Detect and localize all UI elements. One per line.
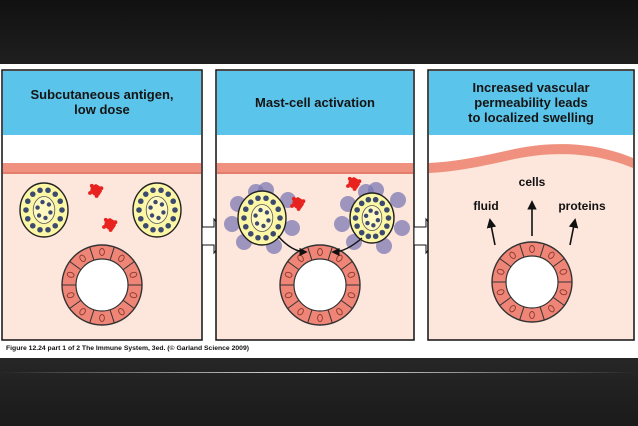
antigen-icon (102, 217, 118, 232)
blood-vessel-icon (491, 241, 573, 323)
panel-1 (1, 69, 203, 341)
panel-2-skin-band (217, 163, 413, 172)
panel-1-title-line-2: low dose (74, 102, 130, 117)
blood-vessel-icon (279, 244, 361, 326)
panel-3-header (429, 71, 633, 135)
panel-3-title-line-3: to localized swelling (468, 109, 594, 125)
antigen-icon (290, 196, 306, 211)
slide-divider (0, 372, 638, 373)
figure-caption: Figure 12.24 part 1 of 2 The Immune Syst… (6, 345, 249, 352)
panel-1-surface (3, 135, 201, 163)
panel-2 (215, 69, 415, 341)
panel-3: cells fluid proteins (427, 69, 635, 341)
panel-1-header (3, 71, 201, 135)
antigen-icon (88, 183, 104, 198)
fluid-label: fluid (473, 199, 498, 213)
proteins-label: proteins (558, 199, 606, 213)
proteins-arrow (568, 218, 579, 246)
panel-2-surface (217, 135, 413, 163)
blood-vessel-icon (61, 244, 143, 326)
panel-3-title-line-2: permeability leads (474, 94, 588, 110)
panel-2-title-line-1: Mast-cell activation (255, 94, 375, 110)
mediator-arrow (331, 237, 363, 257)
activated-mast-cell-icon (224, 182, 300, 254)
panel-3-swollen-skin-band (429, 144, 633, 173)
panel-2-header (217, 71, 413, 135)
mediator-arrow (277, 235, 308, 257)
fluid-arrow (486, 218, 497, 246)
activated-mast-cell-icon (334, 182, 410, 254)
panel-3-surface (429, 135, 633, 163)
panel-3-title-line-1: Increased vascular (472, 79, 590, 95)
panel-1-title: Subcutaneous antigen,low dose (3, 76, 201, 128)
antigen-icon (346, 176, 362, 191)
panel-2-title: Mast-cell activation (217, 76, 413, 128)
panel-1-title-line-1: Subcutaneous antigen, (30, 87, 174, 102)
panel-1-skin-band (3, 163, 201, 172)
mast-cell-icon (19, 182, 69, 238)
cells-label: cells (519, 175, 546, 189)
mast-cell-icon (132, 182, 182, 238)
